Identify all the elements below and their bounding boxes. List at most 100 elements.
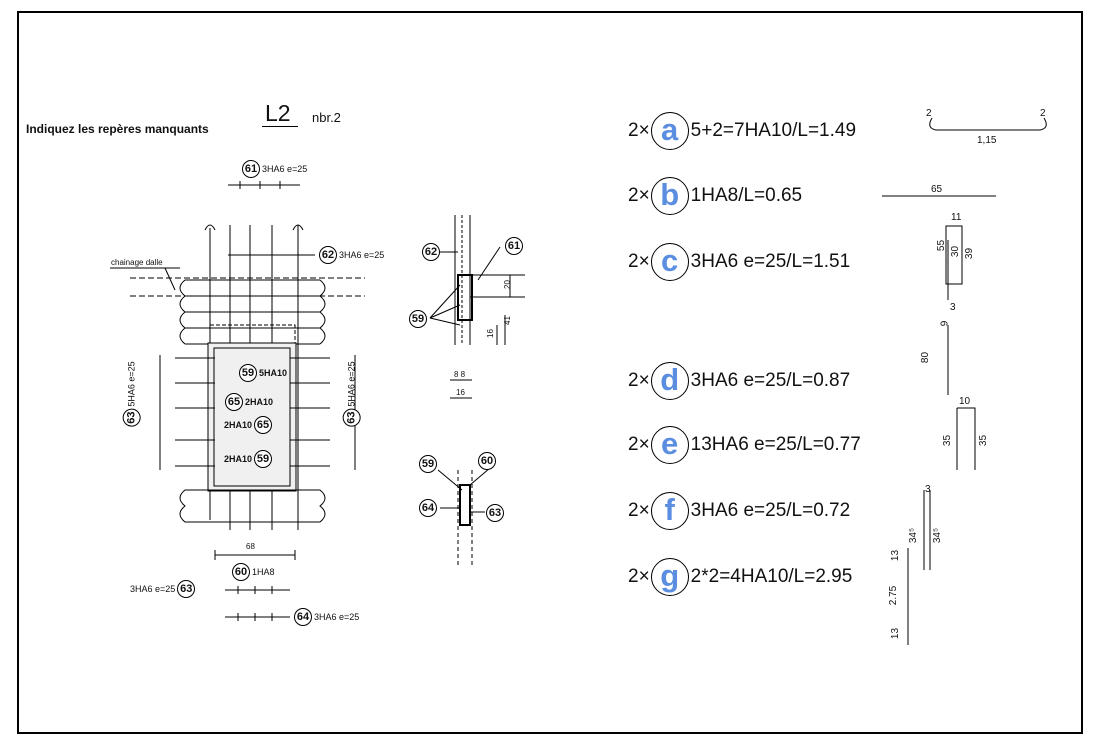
callout-number: 59 [409,310,427,328]
callout-number: 62 [319,246,337,264]
callout-number: 64 [419,499,437,517]
callout-text: 3HA6 e=25 [262,164,308,174]
shape-e-dim-35-right: 35 [978,434,990,447]
callout-number: 63 [342,408,361,427]
shape-e-dim-10: 10 [959,396,971,407]
callout-number: 62 [422,243,440,261]
callout-number: 63 [122,408,141,427]
element-count: nbr.2 [312,110,341,125]
callout-number: 59 [254,450,273,468]
bar-letter: f [650,492,689,530]
instruction-title: Indiquez les repères manquants [26,122,209,136]
shape-g-dim-length: 2.75 [888,585,900,606]
callout-text: 5HA10 [259,368,288,378]
shape-f-dim-left: 34⁵ [908,527,920,544]
shape-c-dim-30: 30 [950,245,962,258]
bar-multiplier: 2× [628,434,650,455]
bar-description: 3HA6 e=25/L=0.87 [690,370,851,391]
shape-c-dim-39: 39 [964,247,976,260]
callout-text: 3HA6 e=25 [339,250,385,260]
dim-41: 41 [502,316,512,325]
bar-letter: b [650,177,689,215]
bar-description: 2*2=4HA10/L=2.95 [690,566,853,587]
shape-d-dim-80: 80 [920,351,932,364]
bar-multiplier: 2× [628,500,650,521]
shape-g-dim-bottom: 13 [890,627,902,640]
shape-a-dim-length: 1,15 [977,135,997,146]
shape-a-dim-hook-right: 2 [1040,108,1046,119]
bar-multiplier: 2× [628,370,650,391]
bar-letter: a [650,112,689,150]
bar-multiplier: 2× [628,251,650,272]
drawing-frame [17,11,1083,734]
dim-16b: 16 [456,388,465,397]
section-callout-61: 61 [505,237,523,255]
callout-text: 1HA8 [252,567,275,577]
callout-text: 3HA6 e=25 [130,584,176,594]
section-callout-63: 63 [486,504,504,522]
bar-description: 3HA6 e=25/L=1.51 [690,251,851,272]
dim-8-8: 8 8 [454,370,466,379]
bar-letter: g [650,558,689,596]
section-callout-60: 60 [478,452,496,470]
shape-b-dim-length: 65 [931,184,943,195]
bar-multiplier: 2× [628,120,650,141]
section-callout-59: 59 [409,310,427,328]
bar-letter: e [650,426,689,464]
callout-text: 2HA10 [224,420,253,430]
shape-f-dim-3: 3 [925,484,931,495]
element-label: L2 [265,100,291,126]
shape-c-dim-3: 3 [950,302,956,313]
shape-c-dim-top: 11 [951,212,962,223]
section-callout-62: 62 [422,243,440,261]
bar-description: 13HA6 e=25/L=0.77 [690,434,861,455]
dim-68: 68 [246,542,255,551]
bar-description: 3HA6 e=25/L=0.72 [690,500,851,521]
callout-number: 64 [294,608,312,626]
callout-number: 65 [254,416,273,434]
section-callout-64: 64 [419,499,437,517]
section-callout-59b: 59 [419,455,437,473]
shape-a-dim-hook-left: 2 [926,108,932,119]
callout-number: 65 [225,393,243,411]
callout-text: 2HA10 [245,397,274,407]
callout-number: 63 [177,580,196,598]
shape-e-dim-35-left: 35 [942,434,954,447]
callout-text: 5HA6 e=25 [126,361,137,407]
element-label-underline [262,126,298,127]
callout-number: 61 [242,160,260,178]
bar-description: 5+2=7HA10/L=1.49 [690,120,857,141]
chainage-label: chainage dalle [111,258,163,267]
callout-text: 5HA6 e=25 [346,361,357,407]
callout-number: 60 [478,452,496,470]
callout-number: 59 [239,364,257,382]
bar-description: 1HA8/L=0.65 [690,185,803,206]
bar-multiplier: 2× [628,185,650,206]
callout-number: 59 [419,455,437,473]
bar-letter: c [650,243,689,281]
shape-c-dim-55: 55 [936,239,948,252]
dim-20: 20 [502,280,512,289]
shape-f-dim-right: 34⁵ [932,527,944,544]
callout-text: 2HA10 [224,454,253,464]
callout-text: 3HA6 e=25 [314,612,360,622]
bar-letter: d [650,362,689,400]
